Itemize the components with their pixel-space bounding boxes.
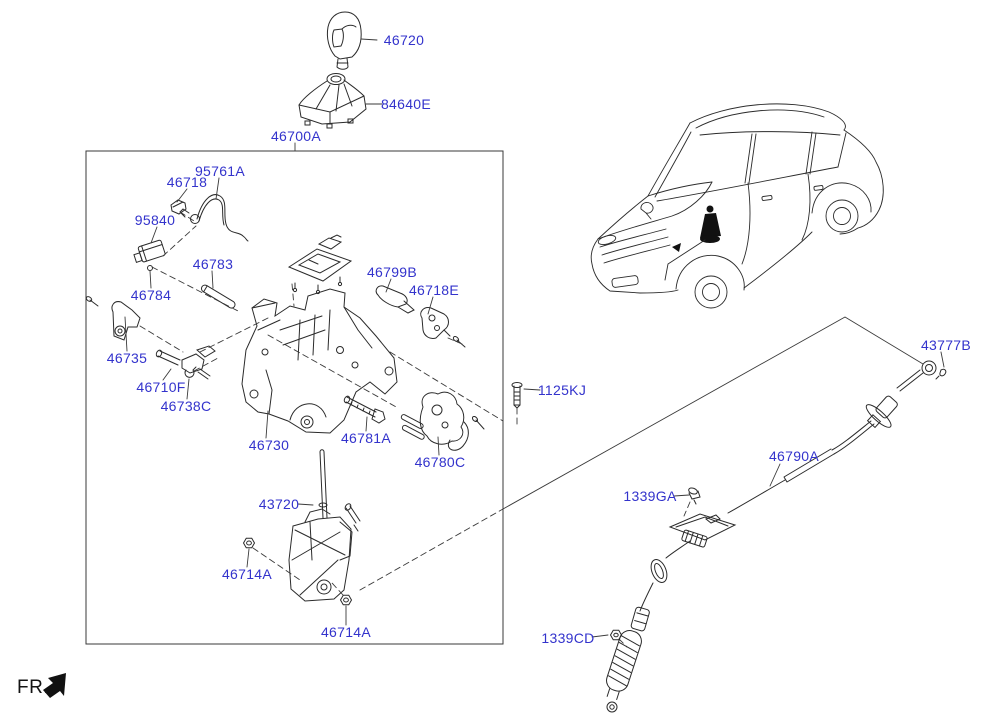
part-label-84640E[interactable]: 84640E <box>380 96 432 112</box>
part-label-95761A[interactable]: 95761A <box>194 163 246 179</box>
fr-arrow-icon <box>43 673 66 698</box>
leader-lines <box>124 38 945 638</box>
part-label-95840[interactable]: 95840 <box>134 212 176 228</box>
part-label-46718[interactable]: 46718 <box>166 174 208 190</box>
part-label-46718E[interactable]: 46718E <box>408 282 460 298</box>
indicator-plate-drawing <box>287 234 353 295</box>
shift-knob-drawing <box>326 11 362 70</box>
part-label-46700A[interactable]: 46700A <box>270 128 322 144</box>
detent-assy-drawing <box>419 391 485 451</box>
fr-direction-label: FR. <box>17 677 50 698</box>
part-label-1125KJ[interactable]: 1125KJ <box>537 382 587 398</box>
lever-link-drawing <box>85 296 216 380</box>
part-label-46784[interactable]: 46784 <box>130 287 172 303</box>
part-label-46799B[interactable]: 46799B <box>366 264 418 280</box>
part-label-46783[interactable]: 46783 <box>192 256 234 272</box>
part-label-43777B[interactable]: 43777B <box>920 337 972 353</box>
shift-boot-drawing <box>298 73 367 129</box>
bracket-housing-drawing <box>241 288 398 434</box>
bolt-1125-drawing <box>511 382 523 409</box>
part-label-46781A[interactable]: 46781A <box>340 430 392 446</box>
shifter-location-marker <box>672 205 721 252</box>
spring-damper-drawing <box>606 606 650 713</box>
part-label-46730[interactable]: 46730 <box>248 437 290 453</box>
part-label-46714A-1[interactable]: 46714A <box>221 566 273 582</box>
part-label-46735[interactable]: 46735 <box>106 350 148 366</box>
part-label-46714A-2[interactable]: 46714A <box>320 624 372 640</box>
part-label-1339GA[interactable]: 1339GA <box>623 488 677 504</box>
part-label-1339CD[interactable]: 1339CD <box>541 630 595 646</box>
part-label-46790A[interactable]: 46790A <box>768 448 820 464</box>
assembly-box-outline <box>85 150 504 645</box>
lever-assy-drawing <box>242 449 361 606</box>
bolt-pins-drawing <box>343 395 425 440</box>
cable-drawing <box>639 360 947 612</box>
dashed-lines <box>139 211 691 648</box>
part-label-46710F[interactable]: 46710F <box>136 379 186 395</box>
car-illustration <box>590 103 884 309</box>
part-label-43720[interactable]: 43720 <box>258 496 300 512</box>
harness-drawing <box>133 194 249 271</box>
part-label-46780C[interactable]: 46780C <box>414 454 466 470</box>
part-label-46720[interactable]: 46720 <box>383 32 425 48</box>
part-label-46738C[interactable]: 46738C <box>160 398 212 414</box>
pin-drawing <box>200 284 236 309</box>
